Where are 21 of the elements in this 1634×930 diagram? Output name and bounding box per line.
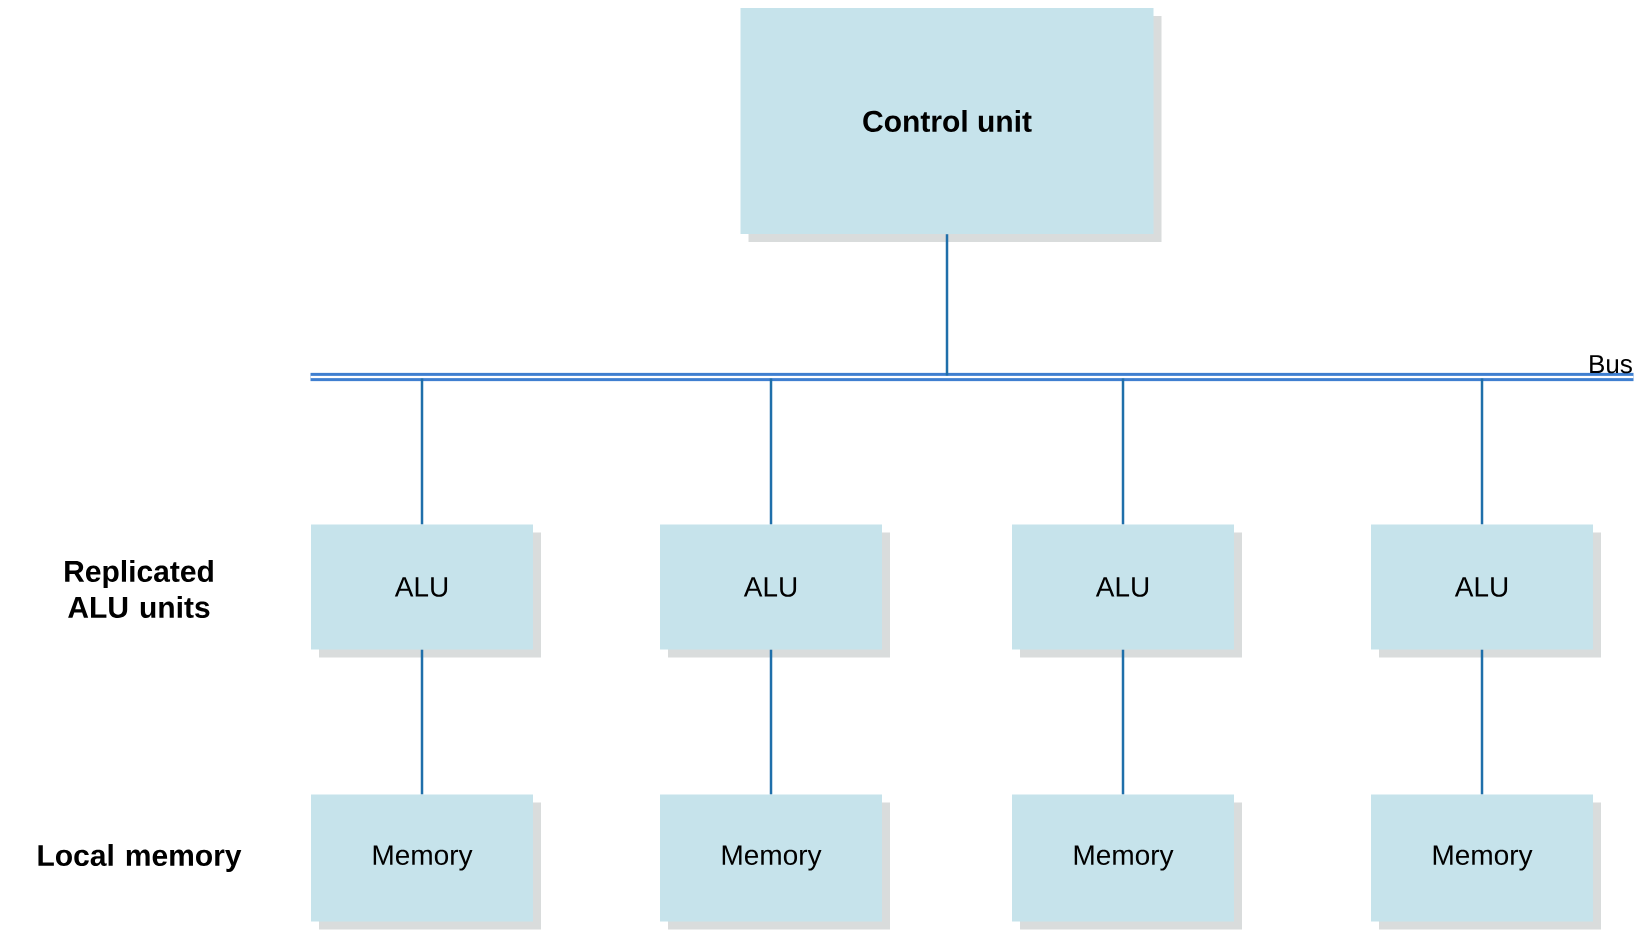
unit-box: Memory <box>660 794 882 922</box>
connector-line <box>1121 378 1125 525</box>
connector-line <box>1480 378 1484 525</box>
unit-box: ALU <box>1012 524 1234 650</box>
unit-box: Memory <box>311 794 533 922</box>
bus-line: Bus <box>306 355 1634 382</box>
row-label: Local memory <box>38 844 242 872</box>
unit-box: ALU <box>1371 524 1593 650</box>
connector-line <box>420 649 424 795</box>
unit-box: ALU <box>660 524 882 650</box>
connector-line <box>769 649 773 795</box>
connector-line <box>945 234 949 376</box>
connector-line <box>420 378 424 525</box>
unit-box: Memory <box>1371 794 1593 922</box>
unit-box: Control unit <box>740 8 1154 234</box>
connector-line <box>1121 649 1125 795</box>
connector-line <box>1480 649 1484 795</box>
connector-line <box>769 378 773 525</box>
row-label: Replicated ALU units <box>65 560 213 619</box>
unit-box: Memory <box>1012 794 1234 922</box>
unit-box: ALU <box>311 524 533 650</box>
